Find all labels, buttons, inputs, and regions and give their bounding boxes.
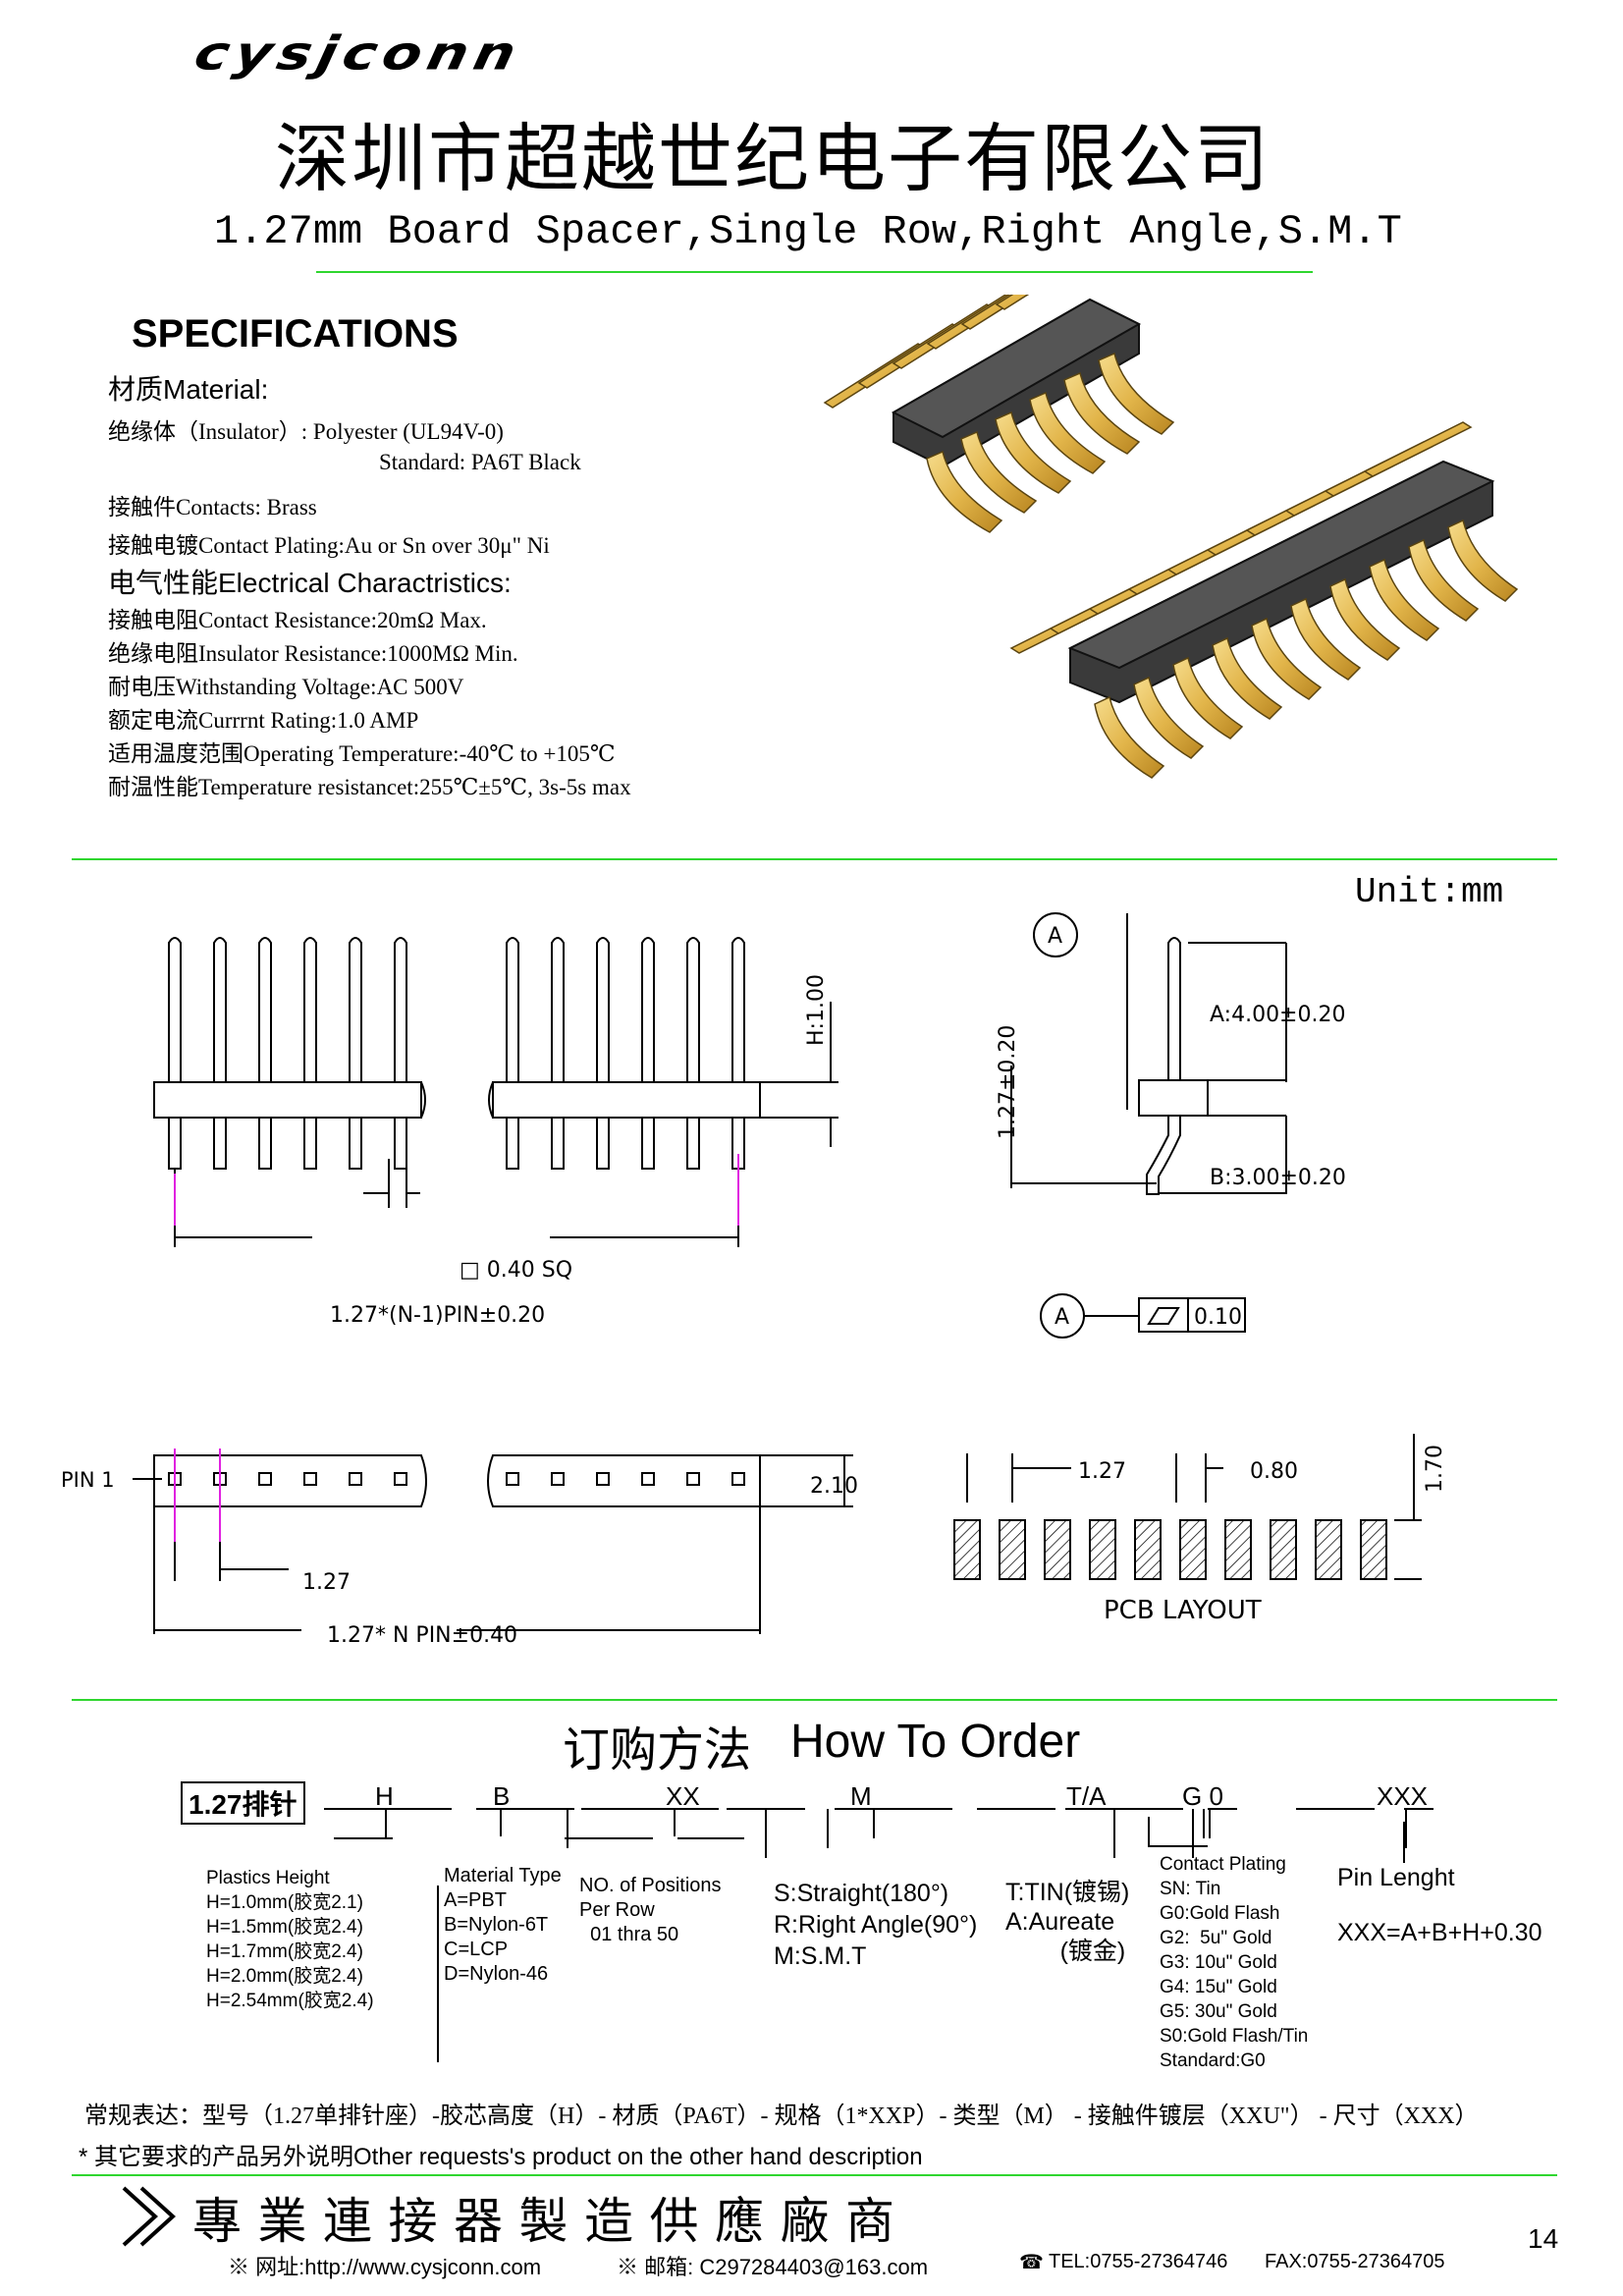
dim-a-label: A:4.00±0.20 xyxy=(1210,1003,1345,1027)
section-divider-2 xyxy=(72,1699,1557,1701)
phone-icon: ☎ xyxy=(1019,2252,1044,2273)
pitch-127-label: 1.27±0.20 xyxy=(996,1025,1020,1139)
specs-heading: SPECIFICATIONS xyxy=(132,312,459,355)
other-requests-note: * 其它要求的产品另外说明Other requests's product on… xyxy=(79,2144,923,2170)
pin-length-formula: Pin Lenght XXX=A+B+H+0.30 xyxy=(1337,1864,1542,1946)
material-options: Material Type A=PBT B=Nylon-6T C=LCP D=N… xyxy=(444,1865,562,1985)
order-code-lines xyxy=(324,1808,1434,2062)
spec-temperature-resistance: 耐温性能Temperature resistancet:255℃±5℃, 3s-… xyxy=(108,775,631,799)
spec-contacts: 接触件Contacts: Brass xyxy=(108,495,317,519)
spec-voltage: 耐电压Withstanding Voltage:AC 500V xyxy=(108,675,464,699)
electrical-heading: 电气性能Electrical Charactristics: xyxy=(108,568,512,598)
connector-6pin xyxy=(823,295,1175,533)
spec-plating: 接触电镀Contact Plating:Au or Sn over 30μ" N… xyxy=(108,533,550,558)
positions-options: NO. of Positions Per Row 01 thra 50 xyxy=(579,1875,722,1945)
spec-resistance: 接触电阻Contact Resistance:20mΩ Max. xyxy=(108,608,487,632)
spec-current: 额定电流Currrnt Rating:1.0 AMP xyxy=(108,708,419,733)
pin-square-label: □ 0.40 SQ xyxy=(460,1258,572,1283)
footer-tel: TEL:0755-27364746 xyxy=(1049,2251,1228,2272)
spec-insulation: 绝缘电阻Insulator Resistance:1000MΩ Min. xyxy=(108,641,518,666)
code-xxx: XXX xyxy=(1377,1781,1429,1811)
footer-slogan: 專 業 連 接 器 製 造 供 應 廠 商 xyxy=(192,2194,896,2249)
pitch-dimension-label: 1.27*(N-1)PIN±0.20 xyxy=(330,1303,545,1328)
technical-drawing: H:1.00 □ 0.40 SQ 1.27*(N-1)PIN±0.20 1.27… xyxy=(61,912,1447,1648)
plating-type-options: T:TIN(镀锡) A:Aureate (镀金) xyxy=(1005,1879,1130,1965)
footer-email[interactable]: ※ 邮箱: C297284403@163.com xyxy=(617,2255,929,2279)
total-length-label: 1.27* N PIN±0.40 xyxy=(327,1623,517,1648)
company-logo: cysjconn xyxy=(189,26,527,81)
chevron-logo-icon xyxy=(122,2186,176,2247)
datum-a-bottom: A xyxy=(1055,1305,1069,1330)
height-options: Plastics Height H=1.0mm(胶宽2.1) H=1.5mm(胶… xyxy=(206,1868,374,2011)
connector-10pin xyxy=(1009,421,1519,779)
order-title-cn: 订购方法 xyxy=(563,1724,752,1777)
footer-fax: FAX:0755-27364705 xyxy=(1265,2251,1445,2272)
example-expression: 常规表达：型号（1.27单排针座）-胶芯高度（H）- 材质（PA6T）- 规格（… xyxy=(84,2104,1479,2129)
pcb-width-label: 0.80 xyxy=(1250,1459,1298,1484)
code-b: B xyxy=(493,1781,511,1811)
flatness-label: 0.10 xyxy=(1194,1305,1242,1330)
spec-insulator-standard: Standard: PA6T Black xyxy=(379,450,581,474)
spec-temperature: 适用温度范围Operating Temperature:-40℃ to +105… xyxy=(108,741,616,766)
unit-label: Unit:mm xyxy=(1355,872,1504,912)
datum-a-top: A xyxy=(1048,924,1062,949)
code-ta: T/A xyxy=(1066,1781,1107,1811)
product-illustration xyxy=(823,295,1519,779)
type-options: S:Straight(180°) R:Right Angle(90°) M:S.… xyxy=(774,1880,978,1970)
footer-website[interactable]: ※ 网址:http://www.cysjconn.com xyxy=(228,2255,542,2279)
material-heading: 材质Material: xyxy=(108,374,269,405)
dim-b-label: B:3.00±0.20 xyxy=(1210,1166,1346,1190)
code-h: H xyxy=(375,1781,394,1811)
spec-insulator: 绝缘体（Insulator）: Polyester (UL94V-0) xyxy=(108,419,504,444)
width-label: 2.10 xyxy=(810,1474,858,1499)
pin1-label: PIN 1 xyxy=(61,1468,115,1492)
pcb-pitch-label: 1.27 xyxy=(1078,1459,1126,1484)
code-xx: XX xyxy=(666,1781,700,1811)
product-title: 1.27mm Board Spacer,Single Row,Right Ang… xyxy=(214,208,1402,255)
code-g0: G 0 xyxy=(1182,1781,1223,1811)
pcb-height-label: 1.70 xyxy=(1423,1445,1447,1493)
code-m: M xyxy=(850,1781,872,1811)
page-number: 14 xyxy=(1528,2223,1559,2254)
h-dimension-label: H:1.00 xyxy=(804,974,829,1046)
pcb-layout-label: PCB LAYOUT xyxy=(1104,1596,1262,1625)
section-divider-3 xyxy=(72,2174,1557,2176)
contact-plating-options: Contact Plating SN: Tin G0:Gold Flash G2… xyxy=(1160,1854,1309,2071)
order-title-en: How To Order xyxy=(790,1716,1081,1768)
section-divider-1 xyxy=(72,858,1557,860)
company-name: 深圳市超越世纪电子有限公司 xyxy=(275,119,1271,201)
top-pitch-label: 1.27 xyxy=(302,1570,351,1595)
title-underline xyxy=(316,271,1313,273)
part-number-box: 1.27排针 xyxy=(181,1781,305,1825)
